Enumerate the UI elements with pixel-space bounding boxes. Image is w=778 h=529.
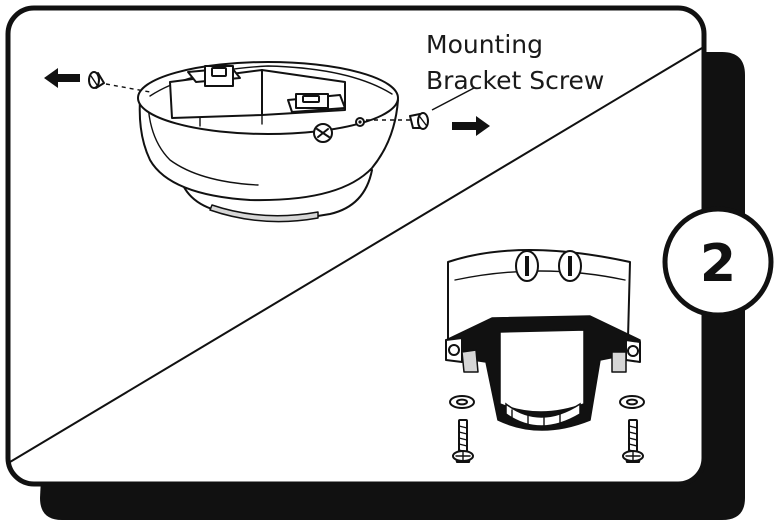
screw-icon <box>622 419 644 463</box>
callout-label-line1: Mounting <box>426 30 543 59</box>
step-badge: 2 <box>662 206 774 318</box>
washer-icon <box>619 395 645 409</box>
canopy-illustration <box>137 61 399 223</box>
washer-icon <box>449 395 475 409</box>
arrow-left-icon <box>44 68 80 88</box>
step-number: 2 <box>700 234 736 294</box>
arrow-right-icon <box>452 116 490 136</box>
screw-icon <box>88 71 105 89</box>
diagonal-divider <box>9 47 703 463</box>
callout-leader <box>431 87 475 111</box>
callout-label-line2: Bracket Screw <box>426 66 604 95</box>
screw-icon <box>452 419 474 463</box>
bracket-illustration <box>445 249 641 431</box>
screw-icon <box>409 112 429 130</box>
